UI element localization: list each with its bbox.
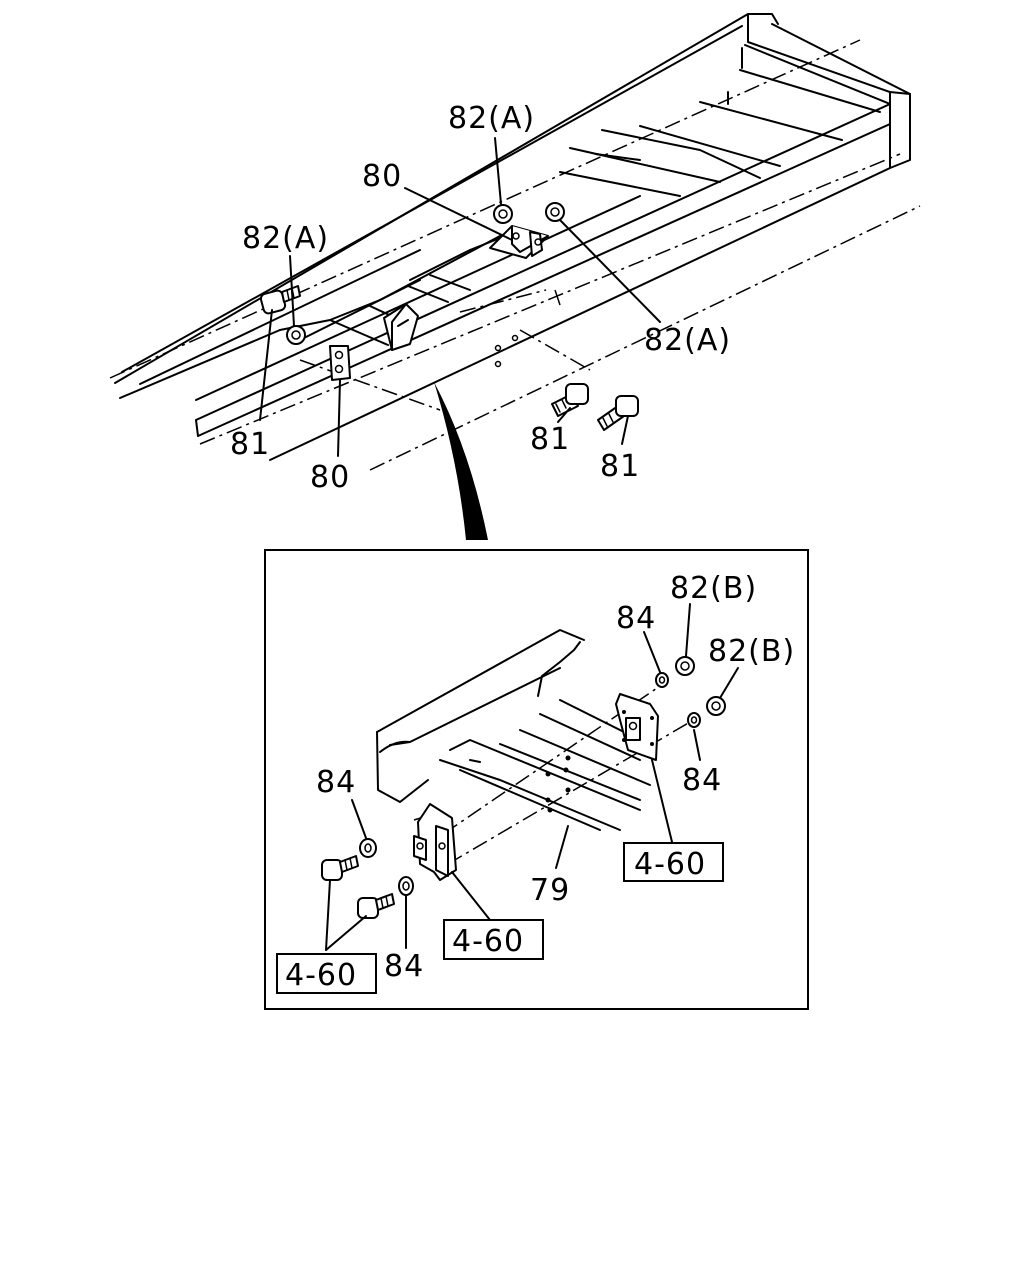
bolt-81-right: [597, 395, 639, 431]
label-84-left: 84: [316, 765, 356, 800]
detail-bolt-lower: [357, 893, 395, 919]
label-82a-top: 82(A): [448, 101, 535, 136]
ref-label-right: 4-60: [634, 847, 706, 882]
rail-holes: [494, 334, 519, 368]
bolt-81-mid: [551, 383, 589, 417]
nut-82a-top: [493, 204, 513, 224]
bracket-80-upper: [489, 225, 549, 259]
nut-82b-right: [706, 696, 726, 716]
label-82a-right: 82(A): [644, 323, 731, 358]
label-84-top: 84: [616, 601, 656, 636]
detail-bracket-left: [413, 803, 457, 881]
detail-holes: [545, 755, 571, 813]
label-82b-right: 82(B): [708, 634, 795, 669]
label-81-left: 81: [230, 427, 270, 462]
leader-lines-detail: [325, 603, 739, 951]
ref-label-left: 4-60: [452, 924, 524, 959]
label-82a-left: 82(A): [242, 221, 329, 256]
ref-label-bolts: 4-60: [285, 958, 357, 993]
leader-lines-upper: [259, 137, 661, 457]
label-80-bottom: 80: [310, 460, 350, 495]
label-80-top: 80: [362, 159, 402, 194]
washer-84-top: [655, 672, 669, 688]
detail-bracket-right: [615, 693, 659, 761]
label-84-right: 84: [682, 763, 722, 798]
bracket-80-lower: [329, 303, 419, 381]
nut-82b-top: [675, 656, 695, 676]
label-81-mid: 81: [530, 422, 570, 457]
washer-84-left: [359, 838, 377, 858]
label-84-bottom: 84: [384, 949, 424, 984]
ref-box-bolts: [276, 953, 377, 994]
label-82b-top: 82(B): [670, 571, 757, 606]
washer-84-right: [687, 712, 701, 728]
ref-box-left: [443, 919, 544, 960]
detail-frame: [264, 549, 809, 1010]
chassis-frame: [109, 13, 921, 471]
nut-82a-left: [286, 325, 306, 345]
label-79: 79: [530, 873, 570, 908]
detail-bolt-upper: [321, 855, 359, 881]
ref-box-right: [623, 842, 724, 882]
bolt-81-left: [259, 285, 301, 315]
washer-84-bottom: [398, 876, 414, 896]
nut-82a-right: [545, 202, 565, 222]
label-81-right: 81: [600, 449, 640, 484]
detail-callout-arrow: [434, 382, 488, 540]
